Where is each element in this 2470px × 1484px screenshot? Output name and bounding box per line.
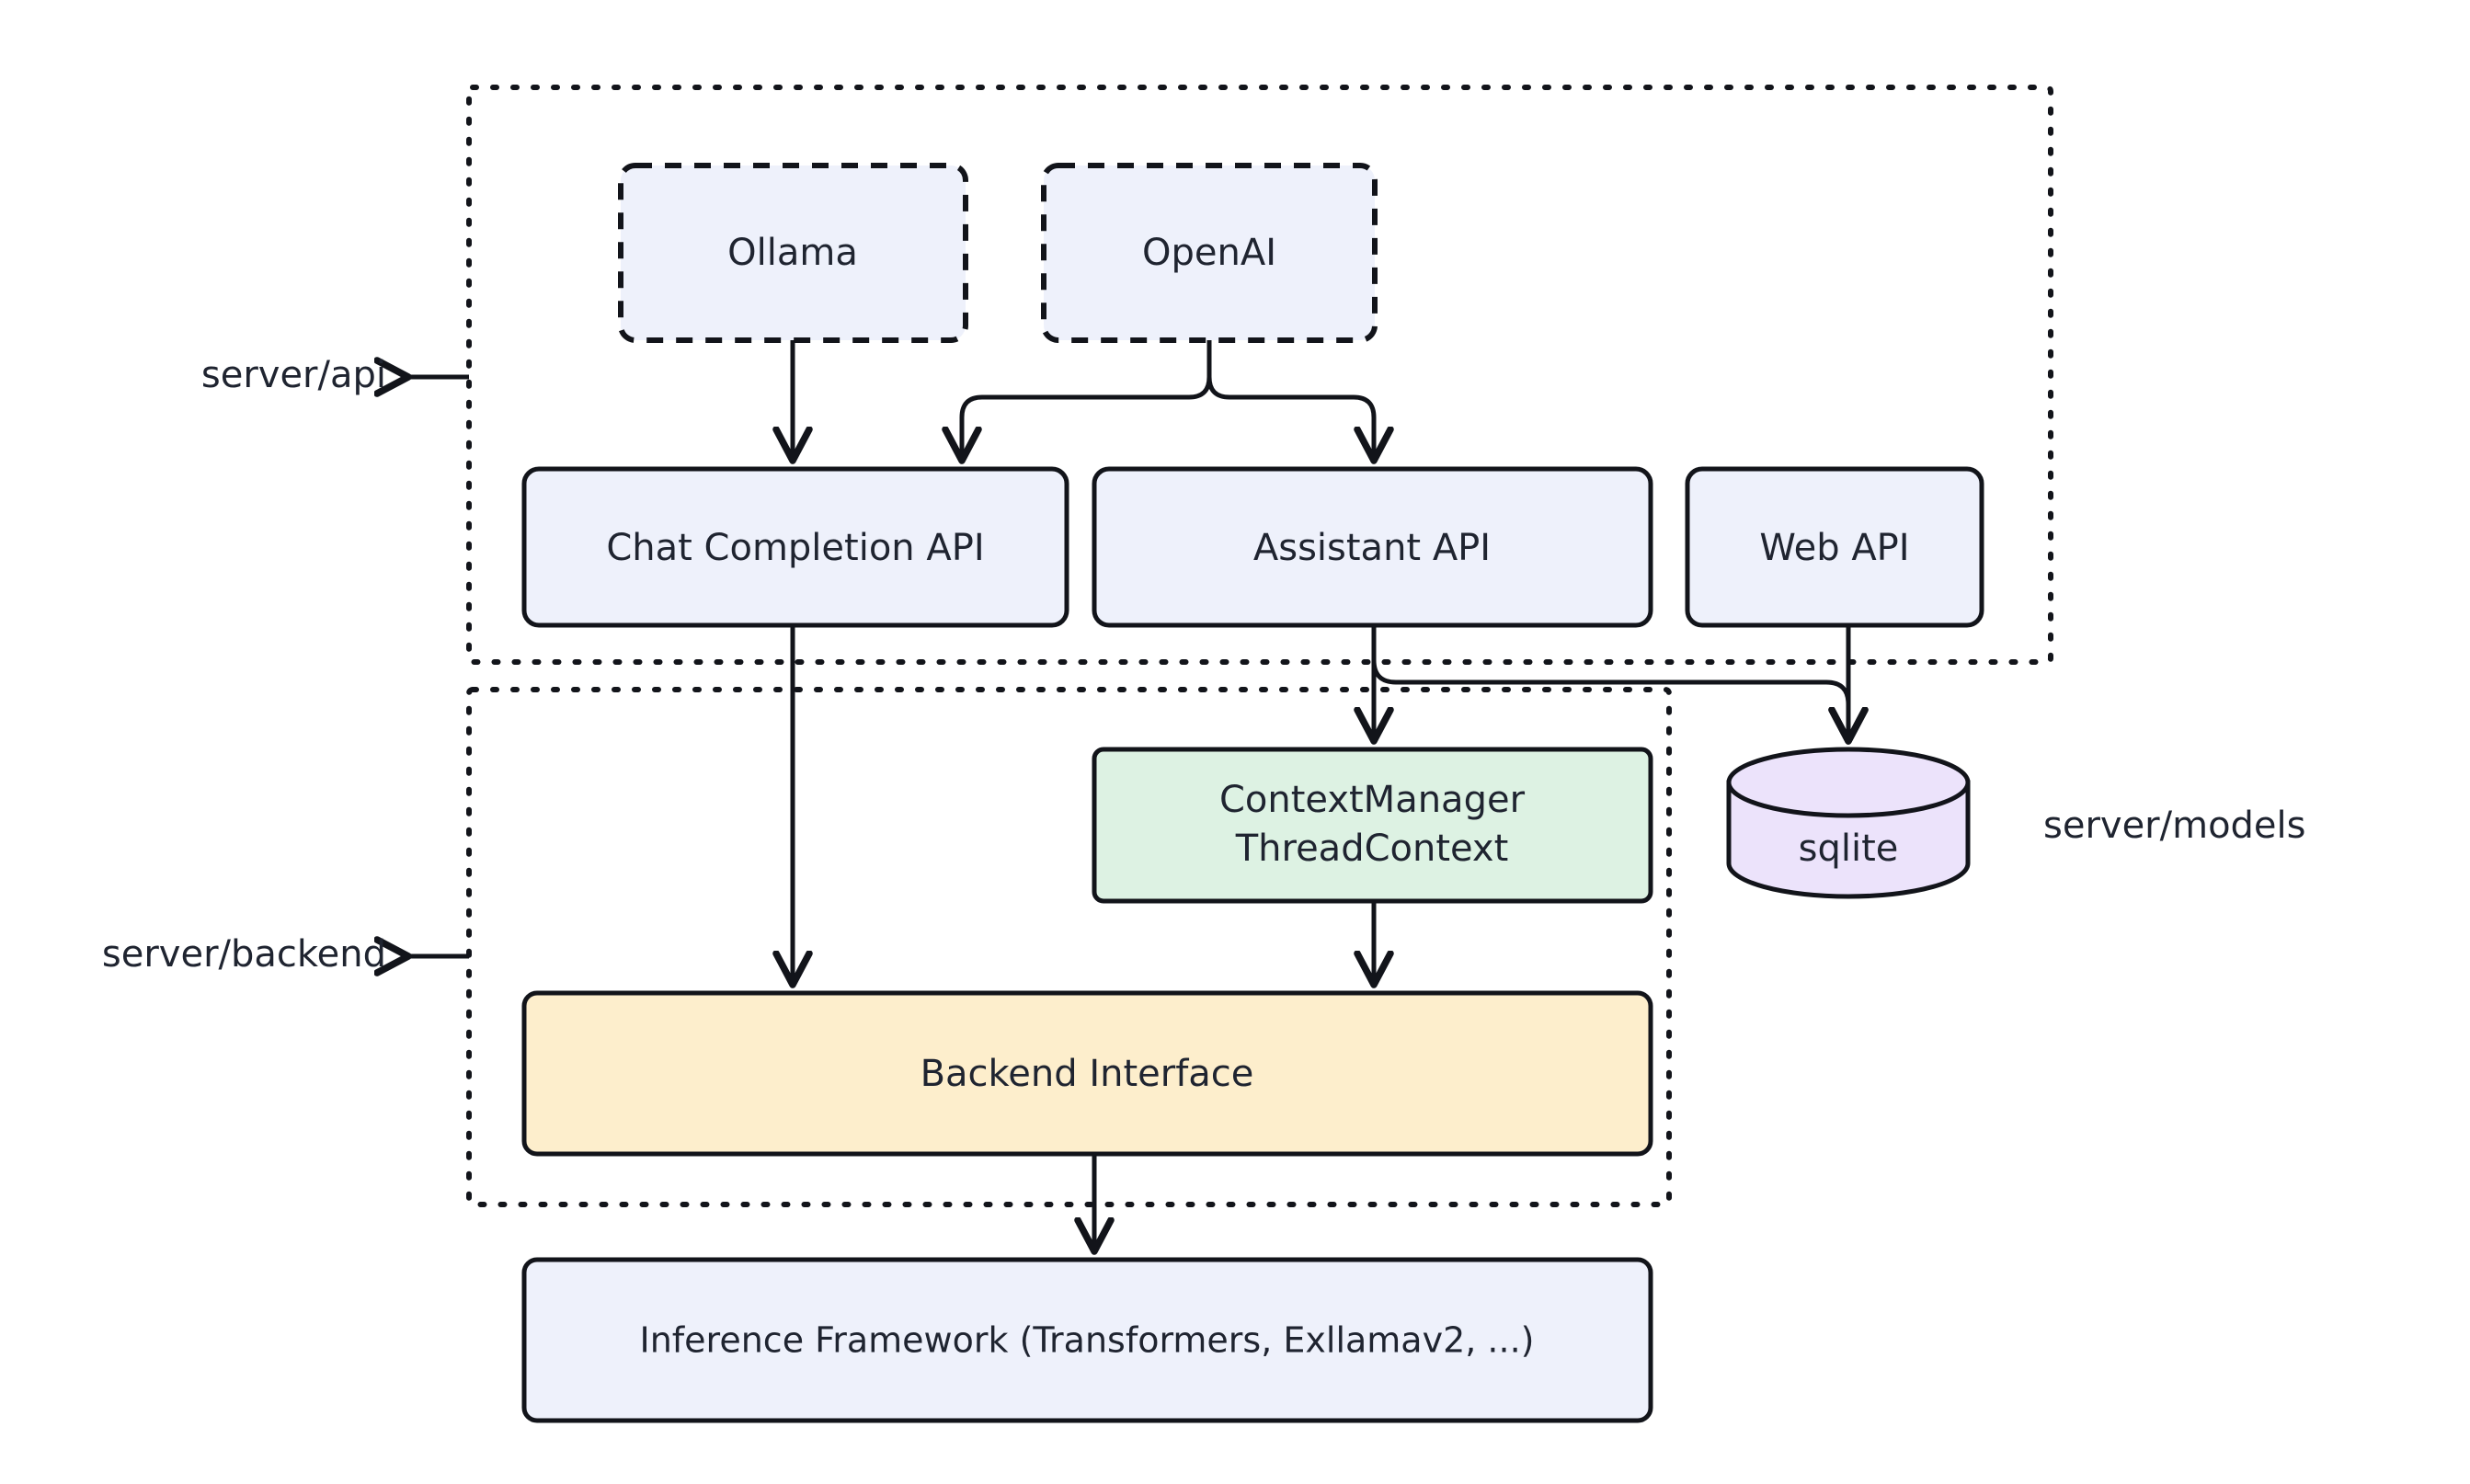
node-context-manager-label: ContextManager: [1219, 779, 1526, 821]
group-label-api: server/api: [201, 354, 386, 396]
node-sqlite-label: sqlite: [1799, 828, 1899, 870]
node-chat-completion-api[interactable]: Chat Completion API: [521, 466, 1069, 628]
node-web-api-label: Web API: [1759, 527, 1909, 569]
node-inference-framework-label: Inference Framework (Transformers, Exlla…: [640, 1320, 1535, 1361]
node-backend-interface-label: Backend Interface: [921, 1053, 1254, 1095]
edge-assistant-api-to-sqlite: [1371, 625, 1848, 737]
node-chat-completion-api-label: Chat Completion API: [606, 527, 984, 569]
edge-openai-to-assistant-api: [1206, 340, 1374, 457]
group-label-backend: server/backend: [102, 933, 386, 976]
group-container-backend: [466, 687, 1672, 1207]
node-openai-label: OpenAI: [1142, 232, 1276, 274]
node-context-manager[interactable]: ContextManager ThreadContext: [1092, 747, 1653, 904]
edge-openai-to-chat-completion-api: [962, 340, 1212, 457]
node-sqlite[interactable]: sqlite: [1726, 747, 1971, 899]
node-ollama[interactable]: Ollama: [618, 163, 968, 343]
node-web-api[interactable]: Web API: [1685, 466, 1984, 628]
node-inference-framework[interactable]: Inference Framework (Transformers, Exlla…: [521, 1257, 1653, 1423]
group-container-api: [466, 85, 2053, 665]
node-assistant-api-label: Assistant API: [1253, 527, 1491, 569]
node-context-manager-label-2: ThreadContext: [1235, 828, 1509, 870]
node-openai[interactable]: OpenAI: [1041, 163, 1378, 343]
node-backend-interface[interactable]: Backend Interface: [521, 990, 1653, 1157]
node-ollama-label: Ollama: [727, 232, 858, 274]
node-assistant-api[interactable]: Assistant API: [1092, 466, 1653, 628]
group-label-models: server/models: [2043, 805, 2306, 847]
